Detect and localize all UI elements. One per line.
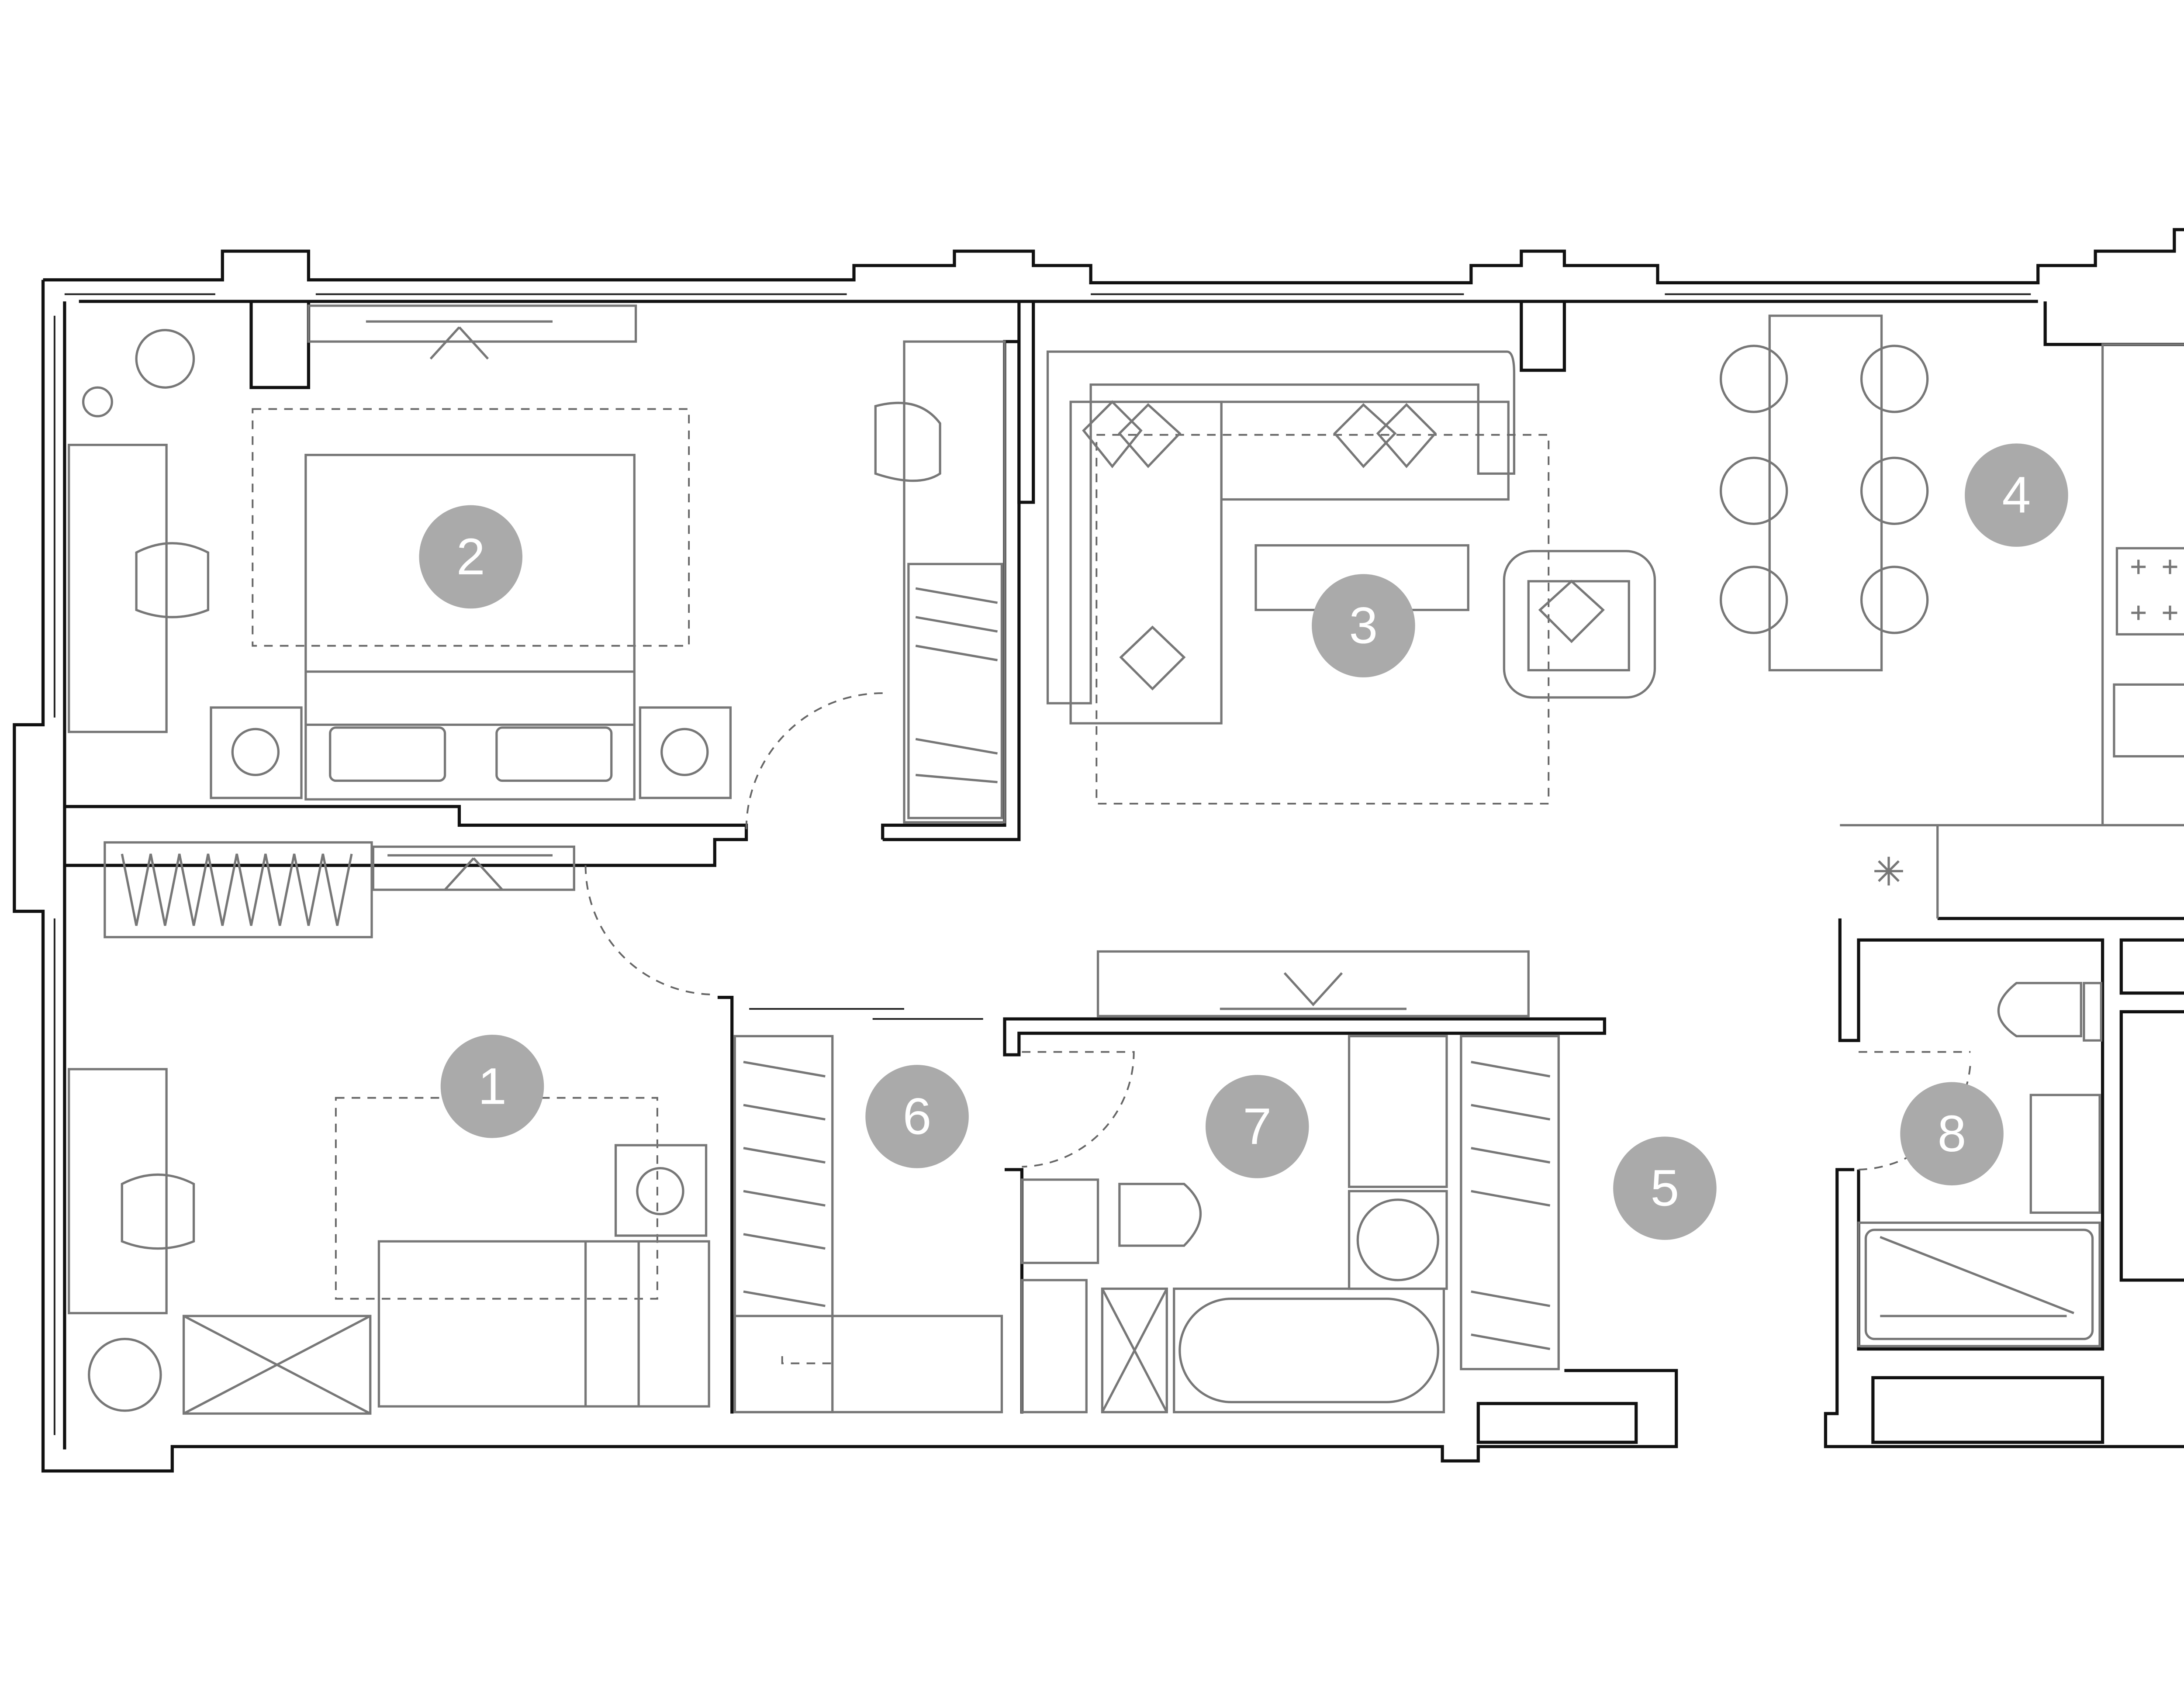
room-badge-5[interactable]: 5 — [1613, 1136, 1717, 1240]
room-badge-4[interactable]: 4 — [1965, 443, 2068, 547]
room-number: 1 — [478, 1057, 507, 1115]
room-badges: 1 2 3 4 5 6 7 8 — [419, 443, 2068, 1240]
room-number: 7 — [1243, 1098, 1272, 1155]
room-number: 5 — [1651, 1160, 1679, 1217]
room-badge-1[interactable]: 1 — [440, 1035, 544, 1138]
room-badge-8[interactable]: 8 — [1900, 1082, 2004, 1186]
room-number: 6 — [903, 1088, 932, 1145]
furniture — [68, 304, 2184, 1415]
room-number: 3 — [1349, 597, 1378, 655]
room-badge-7[interactable]: 7 — [1206, 1075, 1309, 1178]
room-badge-2[interactable]: 2 — [419, 505, 522, 609]
room-badge-3[interactable]: 3 — [1312, 574, 1415, 677]
room-number: 2 — [456, 528, 485, 586]
room-number: 4 — [2002, 466, 2031, 524]
room-badge-6[interactable]: 6 — [865, 1065, 969, 1168]
outer-walls — [13, 228, 2184, 1473]
room-number: 8 — [1938, 1105, 1966, 1163]
